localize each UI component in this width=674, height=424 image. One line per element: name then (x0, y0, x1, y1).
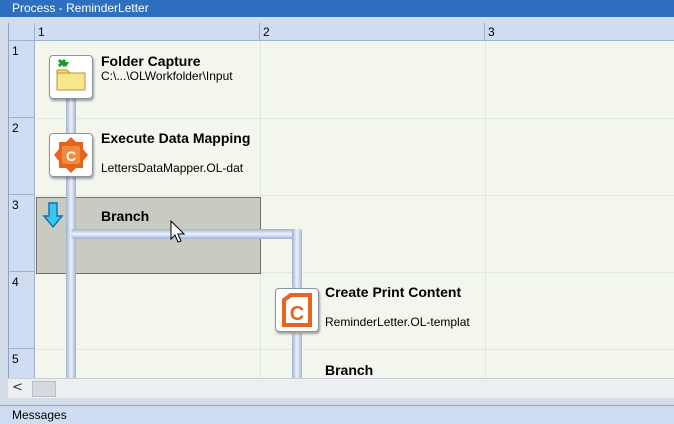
create-print-content-step[interactable]: C (275, 288, 319, 332)
execute-data-mapping-step[interactable]: C (49, 133, 93, 177)
grid-line (485, 41, 486, 378)
svg-text:C: C (290, 303, 304, 325)
flow-connector (71, 229, 302, 239)
grid-line (36, 118, 674, 119)
svg-text:C: C (66, 148, 76, 164)
branch-arrow-icon (42, 202, 64, 229)
step-title-branch: Branch (101, 208, 150, 224)
row-header-4[interactable]: 4 (9, 272, 35, 349)
data-mapping-icon: C (54, 137, 88, 173)
print-content-icon: C (282, 293, 312, 327)
process-workspace[interactable]: 1 2 3 1 2 3 4 5 Folder Capture C:\...\OL… (8, 23, 674, 378)
column-header-3[interactable]: 3 (485, 23, 674, 41)
mouse-cursor-icon (170, 220, 186, 243)
column-header-1[interactable]: 1 (35, 23, 260, 41)
grid-corner (9, 23, 35, 41)
step-subtitle-folder-capture: C:\...\OLWorkfolder\Input (101, 69, 233, 83)
step-subtitle-print-content: ReminderLetter.OL-templat (325, 315, 470, 329)
flow-connector (292, 229, 302, 289)
scrollbar-thumb[interactable] (32, 381, 56, 397)
step-subtitle-data-mapping: LettersDataMapper.OL-dat (101, 161, 244, 175)
step-title-data-mapping: Execute Data Mapping (101, 130, 251, 146)
step-title-print-content: Create Print Content (325, 284, 462, 300)
window-title: Process - ReminderLetter (0, 0, 674, 17)
step-title-folder-capture: Folder Capture (101, 53, 201, 69)
folder-capture-icon (56, 58, 86, 91)
horizontal-scrollbar[interactable]: < (8, 378, 674, 398)
row-header-5[interactable]: 5 (9, 349, 35, 378)
flow-connector (292, 333, 302, 378)
grid-line (36, 272, 674, 273)
scroll-left-arrow-icon[interactable]: < (12, 380, 23, 395)
row-header-2[interactable]: 2 (9, 118, 35, 195)
row-header-3[interactable]: 3 (9, 195, 35, 272)
step-title-branch-2: Branch (325, 362, 374, 378)
grid-line (36, 349, 674, 350)
grid-line (36, 195, 674, 196)
messages-panel-header[interactable]: Messages (0, 405, 674, 424)
row-header-1[interactable]: 1 (9, 41, 35, 118)
folder-capture-step[interactable] (49, 55, 93, 99)
column-header-2[interactable]: 2 (260, 23, 485, 41)
